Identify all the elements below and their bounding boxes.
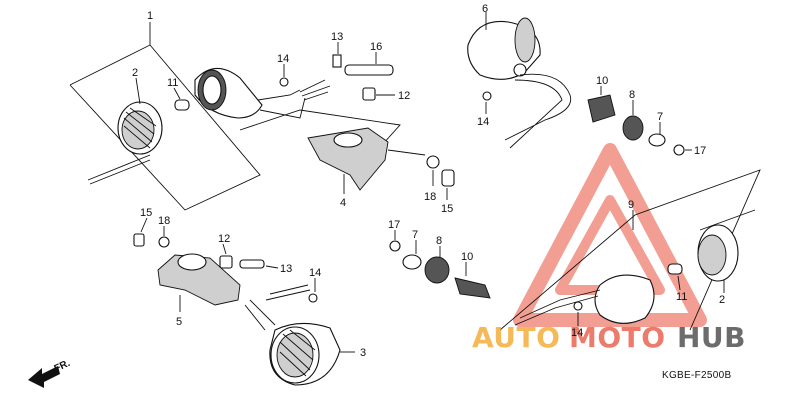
callout-13-left: 13 [280, 263, 292, 275]
callout-15-left: 15 [140, 207, 152, 219]
callout-17-right: 17 [694, 145, 706, 157]
screw-part-14-top [279, 64, 289, 87]
gear-part-8-top [622, 100, 644, 141]
screw-part-14-right [482, 91, 492, 114]
callout-1: 1 [147, 10, 153, 22]
callout-14-bottom: 14 [571, 327, 583, 339]
lens-part-2-left [117, 77, 163, 155]
washer-part-7-top [648, 122, 666, 147]
callout-2-left: 2 [132, 67, 138, 79]
mount-part-4 [239, 109, 426, 194]
screw-part-14-bottom [573, 301, 583, 326]
bolt-part-15-left [133, 217, 148, 247]
nut-part-17-mid [389, 230, 401, 252]
housing-part-3 [244, 299, 355, 386]
callout-9: 9 [628, 199, 634, 211]
nut-part-18-top [426, 155, 440, 186]
callout-3: 3 [360, 347, 366, 359]
watermark-text: AUTO MOTO HUB [472, 321, 746, 354]
group-box-1 [69, 22, 261, 211]
callout-14-top: 14 [277, 53, 289, 65]
callout-15-top: 15 [441, 203, 453, 215]
screw-left [87, 154, 151, 185]
callout-7-top: 7 [657, 111, 663, 123]
callout-14-right: 14 [477, 116, 489, 128]
callout-8-top: 8 [629, 89, 635, 101]
callout-14-left: 14 [309, 267, 321, 279]
bolt-part-13-left [239, 259, 279, 269]
bracket-part-16 [344, 52, 394, 76]
callout-labels: 1 2 11 14 13 16 12 4 18 15 6 14 10 8 7 1… [132, 3, 725, 359]
bolt-part-15-top [441, 169, 455, 200]
svg-text:AUTO: AUTO [472, 321, 560, 354]
housing-part-9 [514, 274, 655, 326]
washer-part-7-mid [402, 240, 422, 270]
callout-10-mid: 10 [461, 251, 473, 263]
callout-12-top: 12 [398, 90, 410, 102]
nut-part-17-right [673, 144, 692, 156]
callout-12-left: 12 [218, 233, 230, 245]
nut-part-18-left [158, 226, 170, 248]
svg-text:MOTO: MOTO [569, 321, 666, 354]
socket-part-10-mid [454, 262, 491, 299]
front-label: FR. [53, 358, 72, 375]
socket-part-10-top [587, 86, 616, 123]
collar-part-12-top [362, 87, 395, 101]
svg-text:HUB: HUB [677, 321, 746, 354]
front-direction-indicator: FR. [28, 358, 72, 388]
callout-11-left: 11 [167, 77, 178, 89]
callout-5: 5 [176, 316, 182, 328]
lens-part-2-right [697, 209, 756, 293]
callout-6: 6 [482, 3, 488, 15]
callout-8-mid: 8 [436, 235, 442, 247]
callout-17-mid: 17 [388, 219, 400, 231]
diagram-code: KGBE-F2500B [662, 370, 731, 381]
callout-7-mid: 7 [412, 229, 418, 241]
callout-16: 16 [370, 41, 382, 53]
bolt-part-13-top [332, 42, 342, 68]
gear-part-8-mid [424, 246, 450, 284]
housing-part-1 [194, 67, 331, 119]
callout-13-top: 13 [331, 31, 343, 43]
callout-2-right: 2 [719, 294, 725, 306]
bulb-part-11-right [667, 263, 683, 291]
housing-part-6 [467, 12, 572, 149]
callout-4: 4 [340, 197, 346, 209]
callout-11-right: 11 [676, 291, 687, 303]
screw-part-14-left [265, 278, 318, 303]
callout-10-top: 10 [596, 75, 608, 87]
bulb-part-11-left [173, 87, 190, 111]
callout-18-top: 18 [424, 191, 436, 203]
mount-part-5 [157, 253, 241, 312]
callout-18-left: 18 [158, 215, 170, 227]
collar-part-12-left [219, 243, 233, 269]
arrow-left-icon [28, 366, 60, 388]
